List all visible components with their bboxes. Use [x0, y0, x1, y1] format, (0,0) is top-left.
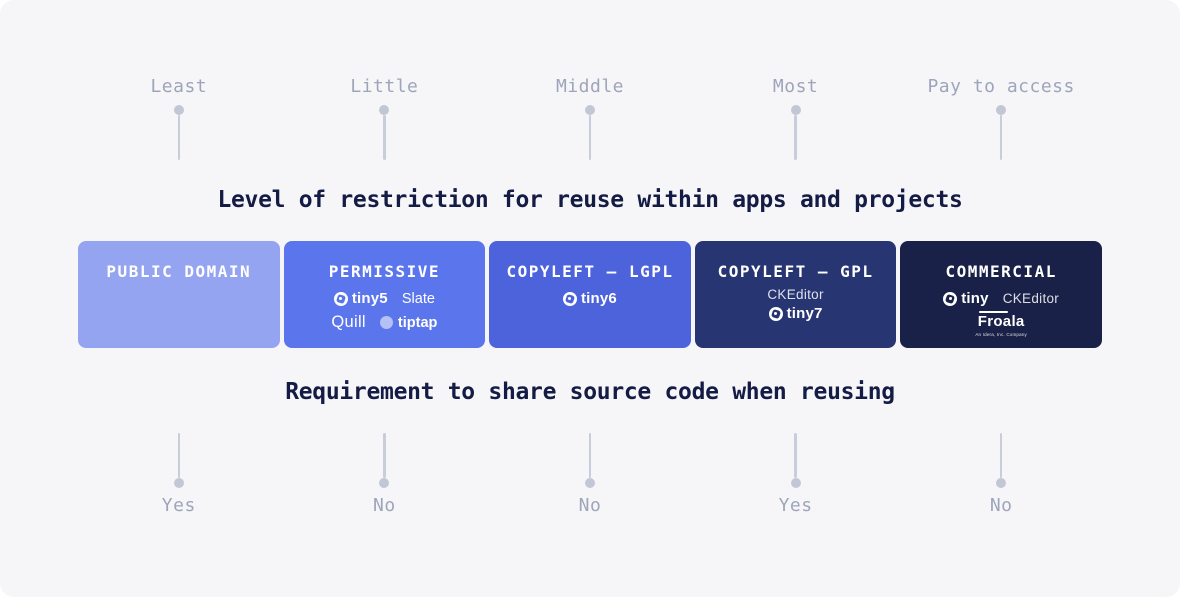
tiny-icon — [943, 291, 958, 306]
restriction-axis: Least Little Middle Most Pay to access — [78, 76, 1102, 160]
logo-row: tiny CKEditor — [943, 290, 1059, 307]
pin-dot-icon — [173, 478, 184, 488]
share-source-label: Yes — [778, 495, 813, 516]
tiptap-logo: tiptap — [379, 314, 438, 331]
share-source-label: No — [578, 495, 602, 516]
share-source-label: No — [989, 495, 1013, 516]
logo-row: tiny7 — [768, 305, 823, 322]
restriction-pin: Least — [78, 76, 280, 160]
pin-dot-icon — [790, 105, 801, 115]
froala-wordmark: Froala — [977, 311, 1025, 330]
tinymce-logo: tiny6 — [562, 290, 617, 307]
pin-line — [999, 433, 1003, 478]
pin-line — [177, 115, 181, 160]
quill-logo: Quill — [331, 313, 366, 331]
share-source-axis-title: Requirement to share source code when re… — [285, 379, 895, 405]
ckeditor-logo: CKEditor — [767, 287, 824, 302]
card-logos: tiny5 Slate Quill tiptap — [331, 290, 437, 332]
pin-dot-icon — [584, 105, 595, 115]
restriction-level-label: Little — [350, 76, 419, 97]
tinymce-logo: tiny5 — [333, 290, 388, 307]
share-source-pin: No — [489, 433, 691, 516]
tinymce-logo: tiny7 — [768, 305, 823, 322]
froala-logo: Froala An Idera, Inc. Company — [975, 311, 1027, 337]
pin-dot-icon — [379, 105, 390, 115]
pin-dot-icon — [379, 478, 390, 488]
logo-row: Quill tiptap — [331, 313, 437, 332]
pin-dot-icon — [790, 478, 801, 488]
tiny-wordmark: tiny5 — [351, 290, 388, 307]
ckeditor-logo: CKEditor — [1002, 291, 1060, 306]
pin-dot-icon — [173, 105, 184, 115]
tiny-wordmark: tiny6 — [580, 290, 617, 307]
share-source-pin: No — [900, 433, 1102, 516]
logo-row: Froala An Idera, Inc. Company — [975, 311, 1027, 337]
restriction-level-label: Most — [772, 76, 819, 97]
card-logos: CKEditor tiny7 — [767, 287, 823, 322]
share-source-pin: Yes — [78, 433, 280, 516]
card-title: COMMERCIAL — [945, 262, 1057, 281]
card-logos: tiny CKEditor Froala An Idera, Inc. Comp… — [943, 290, 1059, 337]
card-permissive: PERMISSIVE tiny5 Slate Quill tiptap — [283, 241, 486, 348]
restriction-pin: Pay to access — [900, 76, 1102, 160]
license-cards: PUBLIC DOMAIN PERMISSIVE tiny5 Slate Qui… — [78, 241, 1102, 348]
froala-subtext: An Idera, Inc. Company — [975, 331, 1027, 337]
slate-logo: Slate — [401, 290, 435, 307]
tiny-icon — [333, 291, 348, 306]
tiny-wordmark: tiny7 — [786, 305, 823, 322]
share-source-axis: Yes No No Yes No — [78, 433, 1102, 516]
restriction-level-label: Pay to access — [927, 76, 1075, 97]
pin-dot-icon — [996, 105, 1007, 115]
logo-row: CKEditor — [767, 287, 823, 302]
restriction-pin: Little — [284, 76, 486, 160]
card-title: COPYLEFT — GPL — [717, 262, 874, 281]
card-title: PERMISSIVE — [328, 262, 441, 281]
tinymce-logo: tiny — [943, 290, 988, 307]
pin-line — [588, 433, 592, 478]
pin-line — [999, 115, 1003, 160]
tiptap-icon — [379, 316, 393, 329]
share-source-pin: No — [284, 433, 486, 516]
share-source-label: Yes — [161, 495, 196, 516]
card-copyleft-gpl: COPYLEFT — GPL CKEditor tiny7 — [694, 241, 897, 348]
restriction-pin: Middle — [489, 76, 691, 160]
logo-row: tiny5 Slate — [333, 290, 435, 307]
restriction-axis-title: Level of restriction for reuse within ap… — [217, 187, 963, 213]
share-source-label: No — [373, 495, 396, 516]
pin-line — [177, 433, 181, 478]
pin-line — [794, 433, 797, 478]
pin-dot-icon — [584, 478, 595, 488]
tiptap-wordmark: tiptap — [397, 314, 438, 331]
pin-dot-icon — [996, 478, 1007, 488]
tiny-icon — [562, 291, 577, 306]
restriction-level-label: Least — [150, 76, 208, 97]
tiny-wordmark: tiny — [961, 290, 989, 307]
pin-line — [383, 433, 386, 478]
card-public-domain: PUBLIC DOMAIN — [78, 241, 280, 348]
card-logos: tiny6 — [562, 290, 617, 307]
restriction-pin: Most — [695, 76, 897, 160]
card-copyleft-lgpl: COPYLEFT — LGPL tiny6 — [489, 241, 691, 348]
card-commercial: COMMERCIAL tiny CKEditor Froala An Idera… — [900, 241, 1102, 348]
restriction-level-label: Middle — [555, 76, 624, 97]
card-title: PUBLIC DOMAIN — [106, 262, 252, 281]
tiny-icon — [768, 306, 783, 321]
pin-line — [794, 115, 797, 160]
share-source-pin: Yes — [695, 433, 897, 516]
pin-line — [383, 115, 386, 160]
logo-row: tiny6 — [562, 290, 617, 307]
card-title: COPYLEFT — LGPL — [506, 262, 674, 281]
pin-line — [588, 115, 592, 160]
